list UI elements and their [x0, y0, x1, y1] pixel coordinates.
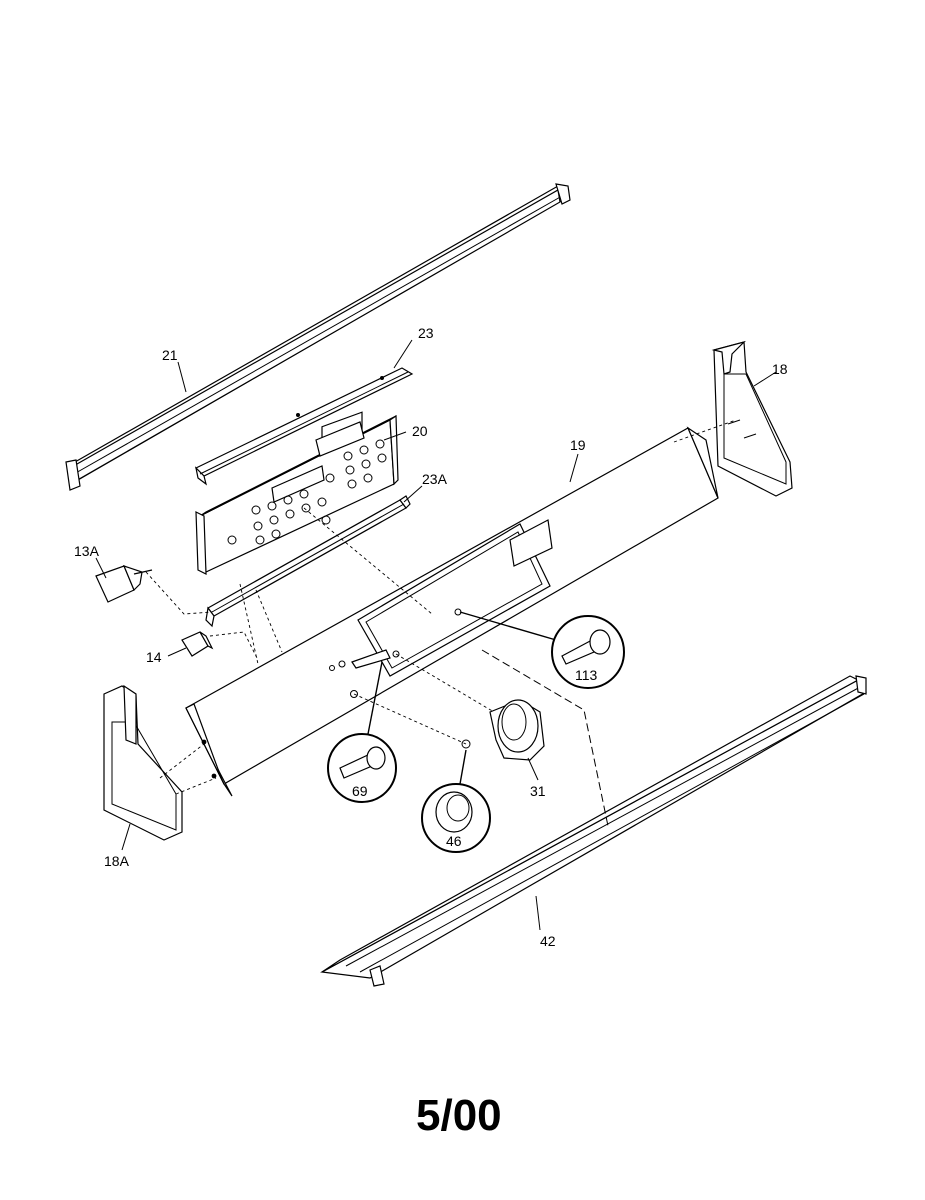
- control-board-buttons: [227, 439, 387, 545]
- part-20-control-board: [195, 411, 399, 575]
- part-18a-left-end-cap: [103, 684, 183, 841]
- part-19-control-panel: [185, 426, 719, 797]
- label-42: 42: [540, 933, 556, 949]
- part-23a-lower-bracket: [205, 495, 411, 628]
- label-69: 69: [352, 783, 368, 799]
- part-18-right-end-cap: [711, 340, 793, 497]
- button-46-icon: [435, 791, 473, 833]
- label-14: 14: [146, 649, 162, 665]
- label-23a: 23A: [422, 471, 448, 487]
- screw-69-icon: [339, 746, 386, 779]
- label-46: 46: [446, 833, 462, 849]
- label-113: 113: [575, 667, 598, 683]
- label-18a: 18A: [104, 853, 130, 869]
- screw-113-icon: [561, 629, 611, 665]
- leader-lines: [95, 339, 777, 931]
- part-42-bottom-trim: [320, 675, 867, 987]
- callout-46: 46: [421, 749, 491, 853]
- part-23-bracket: [194, 367, 414, 486]
- label-20: 20: [412, 423, 428, 439]
- callout-69: 69: [327, 661, 397, 803]
- label-13a: 13A: [74, 543, 100, 559]
- label-21: 21: [162, 347, 178, 363]
- label-18: 18: [772, 361, 788, 377]
- part-labels: 21 23 20 23A 13A 14 19 18 18A 31 42: [74, 325, 788, 949]
- part-21-top-trim: [65, 183, 571, 491]
- assembly-lines: [145, 419, 737, 827]
- label-23: 23: [418, 325, 434, 341]
- part-31-knob: [489, 699, 545, 761]
- revision-date: 5/00: [416, 1091, 502, 1140]
- part-13a-switch: [95, 565, 153, 603]
- label-31: 31: [530, 783, 546, 799]
- label-19: 19: [570, 437, 586, 453]
- small-hardware: [329, 608, 471, 749]
- part-14-clip: [181, 631, 214, 657]
- callout-113: 113: [459, 611, 625, 689]
